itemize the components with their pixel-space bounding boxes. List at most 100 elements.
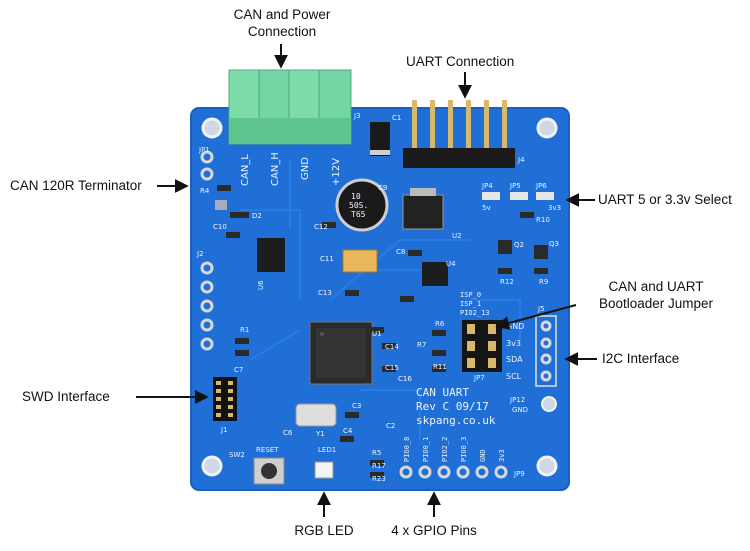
silk-c12: C12 [314,223,328,231]
callout-swd: SWD Interface [22,389,110,404]
silk-jp9: JP9 [513,470,525,478]
diode-component [370,122,390,156]
silk-c1: C1 [392,114,401,122]
silk-u4: U4 [446,260,456,268]
silk-u6: U6 [257,280,265,290]
silk-jp12: JP12 [509,396,525,404]
i2c-header [535,315,557,387]
silk-gp-gnd: GND [479,449,487,462]
silk-r9: R9 [539,278,548,286]
pcb-traces [240,160,521,440]
silk-c4: C4 [343,427,353,435]
silk-c14: C14 [385,343,399,351]
silk-led1: LED1 [318,446,336,454]
callout-bootloader-line1: CAN and UART [608,279,704,294]
silk-rev: Rev C 09/17 [416,400,489,413]
callout-can-power-line2: Connection [247,24,317,39]
electrolytic-capacitor [335,178,389,232]
silk-r5: R5 [372,449,381,457]
silk-jp7: JP7 [473,374,485,382]
silk-r23: R23 [372,475,386,483]
tantalum-capacitor [342,249,378,273]
silk-c2: C2 [386,422,395,430]
callout-arrows [136,44,597,517]
callout-bootloader-line2: Bootloader Jumper [598,296,714,311]
silk-pio2-13: PIO2_13 [460,309,490,317]
silk-jp5: JP5 [509,182,521,190]
can-power-terminal-block [228,69,352,145]
silk-c9: C9 [378,184,387,192]
silk-j3: J3 [353,112,361,120]
regulator-u2 [402,194,444,230]
swd-header [213,377,237,421]
silk-r12: R12 [500,278,514,286]
silk-j2: J2 [196,250,204,258]
cap-marking-mid: 50S. [349,201,368,210]
silk-url: skpang.co.uk [416,414,496,427]
silk-r10: R10 [536,216,550,224]
silk-pin-scl: SCL [506,372,522,381]
callout-uart-connection: UART Connection [406,54,515,69]
silk-c6: C6 [283,429,293,437]
silk-12v: +12V [331,158,342,186]
callout-gpio: 4 x GPIO Pins [391,523,477,538]
silk-pio2-2: PIO2_2 [441,437,449,462]
silk-u2: U2 [452,232,462,240]
silk-3v3: 3v3 [548,204,561,212]
silk-r1: R1 [240,326,249,334]
silk-pio0-1: PIO0_1 [422,437,430,462]
silk-isp1: ISP_1 [460,300,481,308]
rgb-led-component [314,461,334,479]
silk-gp-3v3: 3v3 [498,449,506,462]
silk-c8: C8 [396,248,405,256]
silk-isp0: ISP_0 [460,291,481,299]
silk-pin-3v3: 3v3 [506,339,521,348]
crystal-y1 [295,403,337,427]
silk-c13: C13 [318,289,332,297]
silk-c10: C10 [213,223,227,231]
silk-can-l: CAN_L [240,154,251,186]
silk-c15: C15 [385,364,399,372]
callout-can-terminator: CAN 120R Terminator [10,178,142,193]
bootloader-jumper-block [462,320,502,372]
silk-pio0-8: PIO0_8 [403,437,411,462]
reset-switch [253,457,285,485]
silk-c7: C7 [234,366,243,374]
callout-can-power-line1: CAN and Power [233,7,331,22]
uart-header-pins [403,100,515,168]
uart-select-jumpers [482,192,554,200]
silk-j1: J1 [220,426,228,434]
silk-u1: U1 [372,330,382,338]
j2-pads [200,261,214,351]
silk-r7: R7 [417,341,426,349]
gpio-pads [399,465,508,479]
silk-jp4: JP4 [481,182,493,190]
silk-gnd: GND [300,157,311,180]
silk-q2: Q2 [514,241,524,249]
mounting-holes [201,117,558,477]
silk-pin-sda: SDA [506,355,523,364]
silk-q3: Q3 [549,240,559,248]
silk-5v: 5v [482,204,491,212]
cap-marking-bot: T65 [351,210,366,219]
pcb-body [190,107,570,491]
silk-r4: R4 [200,187,210,195]
silk-y1: Y1 [315,430,325,438]
silk-pin-gnd: GND [506,322,524,331]
silk-jp6: JP6 [535,182,547,190]
arrow-bootloader [495,304,577,330]
jp1-pads [200,150,214,181]
silk-can-h: CAN_H [270,152,281,186]
silk-sw2: SW2 [229,451,245,459]
silk-c16: C16 [398,375,412,383]
silk-pio0-3: PIO0_3 [460,437,468,462]
callout-uart-select: UART 5 or 3.3v Select [598,192,732,207]
silk-c11: C11 [320,255,334,263]
silk-j5: J5 [537,305,545,313]
callout-bootloader: CAN and UART Bootloader Jumper [581,278,731,312]
mcu-u1 [309,321,373,385]
silk-board-name: CAN UART [416,386,469,399]
silkscreen-labels: CAN_L CAN_H GND +12V J3 J4 C1 JP1 R4 D2 … [196,112,561,483]
silk-reset: RESET [256,446,279,454]
